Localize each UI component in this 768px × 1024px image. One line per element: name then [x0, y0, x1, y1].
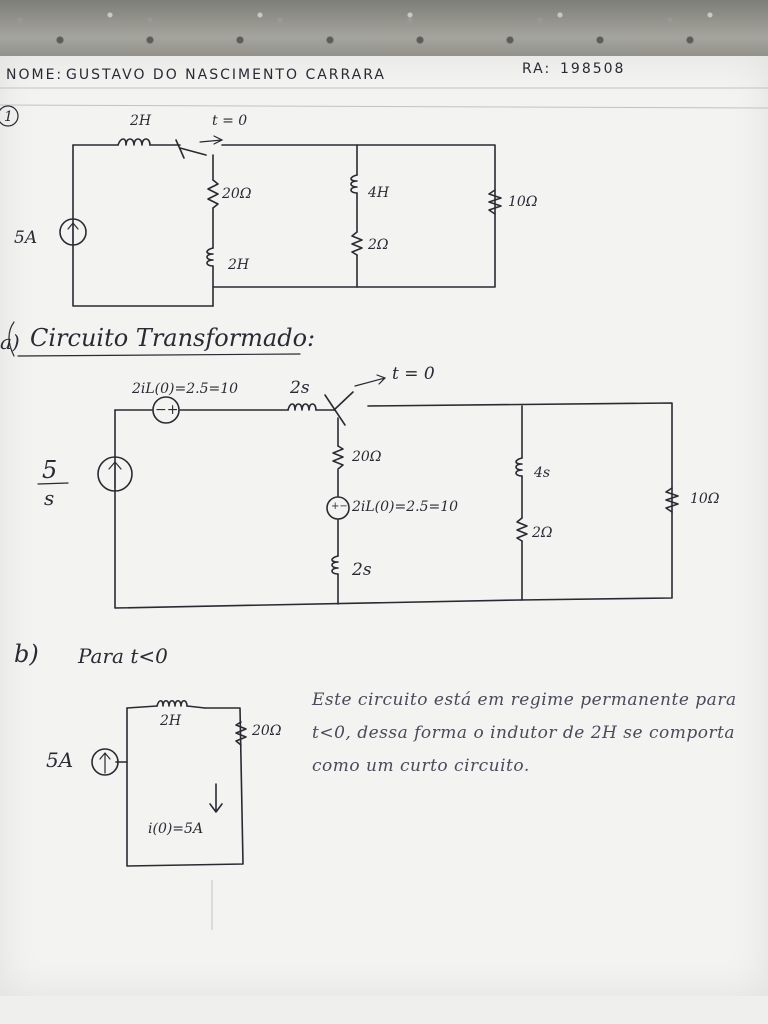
- part-a-title: Circuito Transformado:: [30, 324, 316, 352]
- inductor-2s-top: [287, 403, 317, 411]
- resistor-2-1: [351, 231, 363, 256]
- p1-l2h-label: 2H: [228, 257, 250, 273]
- explanation-text: Este circuito está em regime permanente …: [312, 690, 737, 776]
- circuit-2: [37, 374, 679, 609]
- dep-source-mid: [326, 496, 350, 520]
- student-name: GUSTAVO DO NASCIMENTO CARRARA: [66, 67, 386, 83]
- circuit-3: [91, 699, 247, 867]
- resistor-20-2: [332, 445, 344, 470]
- ruled-line: [0, 104, 768, 109]
- problem-number: 1: [4, 109, 13, 125]
- current-arrow: [209, 783, 223, 813]
- dep-source-mid-label: 2iL(0)=2.5=10: [352, 499, 459, 515]
- p3-source-label: 5A: [46, 748, 74, 772]
- table-background: [0, 0, 768, 62]
- resistor-10-2: [665, 487, 679, 513]
- r2-label-a: 2Ω: [532, 525, 553, 541]
- resistor-20-b: [235, 721, 247, 746]
- current-label: i(0)=5A: [148, 821, 204, 837]
- dep-source-top: [152, 396, 180, 424]
- dep-source-top-label: 2iL(0)=2.5=10: [132, 381, 239, 397]
- inductor-2h-top: [117, 138, 151, 146]
- dep-source-mid-sign: +−: [331, 501, 348, 512]
- inductor-4s: [515, 457, 523, 477]
- p1-inductor-top-label: 2H: [130, 113, 152, 129]
- inductor-4s-label: 4s: [534, 465, 551, 481]
- current-source-2: [97, 456, 133, 492]
- source-denominator: s: [44, 486, 55, 510]
- r10-label-a: 10Ω: [690, 491, 720, 507]
- switch-1: [179, 147, 207, 156]
- inductor-2s-bottom-label: 2s: [352, 560, 372, 580]
- inductor-2h-branch: [206, 247, 214, 267]
- current-source-1: [59, 218, 87, 246]
- part-a-marker: a): [0, 330, 20, 354]
- p3-inductor-label: 2H: [160, 713, 182, 729]
- ra-label: RA:: [522, 61, 552, 77]
- p1-r20-label: 20Ω: [222, 186, 252, 202]
- source-numerator: 5: [42, 456, 58, 484]
- resistor-10-1: [488, 189, 502, 215]
- r20-label-a: 20Ω: [352, 449, 382, 465]
- ra-value: 198508: [560, 61, 626, 77]
- inductor-4h: [350, 174, 358, 194]
- problem-number-circle: [0, 105, 19, 127]
- p3-resistor-label: 20Ω: [252, 723, 282, 739]
- switch-2: [333, 391, 354, 411]
- inductor-2s-bottom: [331, 555, 339, 575]
- switch-2-label: t = 0: [392, 364, 435, 384]
- part-b-marker: b): [14, 640, 39, 668]
- resistor-2-2: [516, 517, 528, 542]
- part-b-title: Para t<0: [78, 644, 168, 668]
- p1-source-label: 5A: [14, 228, 38, 248]
- circuit-1: [59, 135, 502, 307]
- dep-source-top-sign: −+: [155, 402, 179, 418]
- paper-sheet: [0, 56, 768, 996]
- p1-r10-label: 10Ω: [508, 194, 538, 210]
- p1-r2-label: 2Ω: [368, 237, 389, 253]
- bottom-border: [0, 996, 768, 1024]
- inductor-2h-b: [156, 699, 188, 707]
- p1-switch-label: t = 0: [212, 113, 248, 129]
- name-label: NOME:: [6, 67, 64, 83]
- resistor-20-1: [207, 179, 219, 209]
- p1-l4h-label: 4H: [368, 185, 390, 201]
- inductor-2s-top-label: 2s: [290, 378, 310, 398]
